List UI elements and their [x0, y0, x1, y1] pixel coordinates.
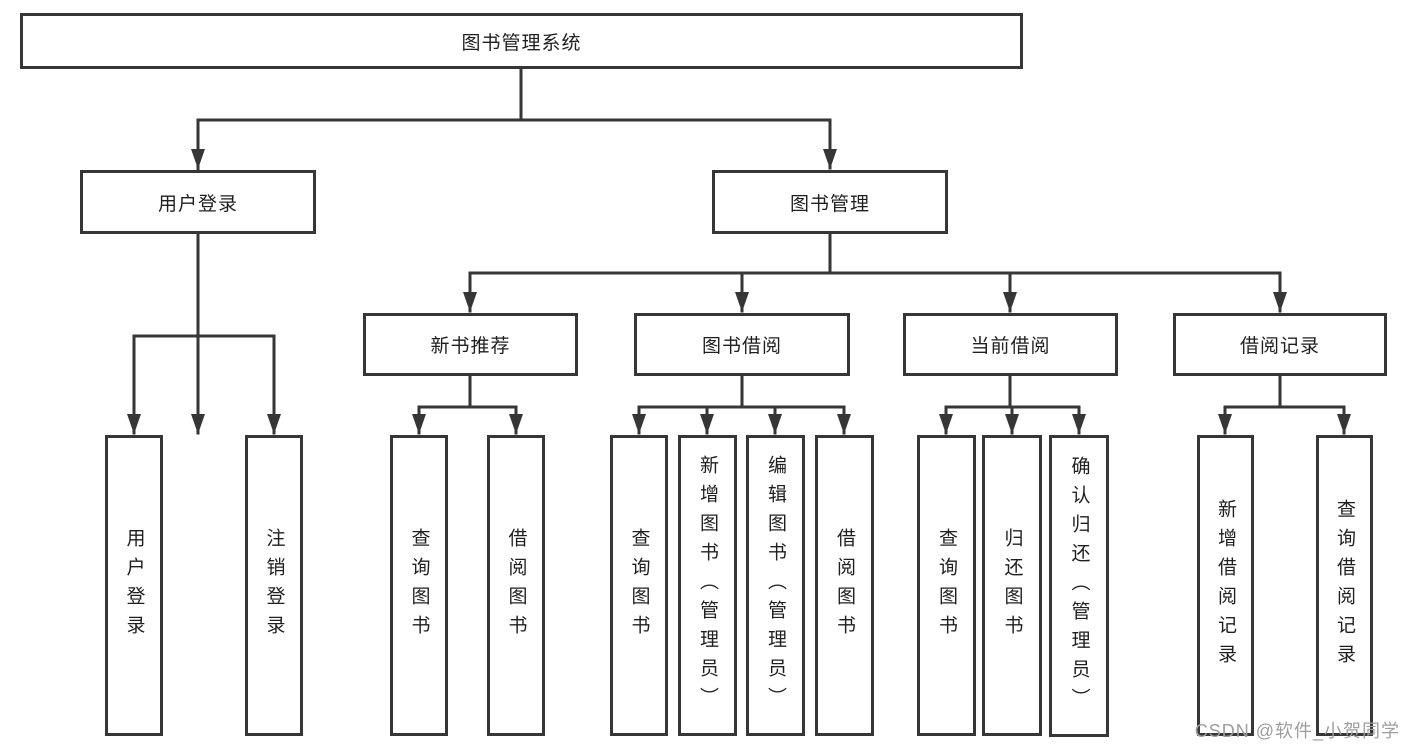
node-user-login: 用户登录 [80, 170, 316, 234]
node-label: 查询借阅记录 [1334, 498, 1355, 673]
node-book-management: 图书管理 [712, 170, 948, 234]
leaf-return-books: 归还图书 [982, 435, 1042, 736]
leaf-borrow-books: 借阅图书 [815, 435, 874, 736]
node-book-borrow: 图书借阅 [634, 313, 850, 376]
connector-borrow-records-to-leaves [1218, 374, 1351, 435]
leaf-edit-books-admin: 编辑图书（管理员） [746, 435, 805, 736]
node-label: 图书借阅 [701, 336, 782, 357]
node-library-management-system: 图书管理系统 [20, 13, 1023, 69]
node-label: 查询图书 [936, 527, 957, 644]
node-label: 查询图书 [408, 527, 430, 644]
leaf-user-login: 用户登录 [105, 435, 163, 736]
leaf-query-books: 查询图书 [917, 435, 976, 736]
node-label: 借阅记录 [1239, 336, 1320, 357]
leaf-query-books: 查询图书 [610, 435, 668, 736]
node-label: 确认归还（管理员） [1068, 455, 1090, 717]
node-label: 用户登录 [123, 527, 145, 644]
node-label: 新增借阅记录 [1215, 498, 1236, 673]
leaf-logout: 注销登录 [245, 435, 303, 736]
leaf-add-borrow-record: 新增借阅记录 [1197, 435, 1254, 736]
node-new-book-recommend: 新书推荐 [363, 313, 578, 376]
node-label: 新增图书（管理员） [697, 455, 718, 716]
connector-root-to-level2 [191, 67, 837, 435]
node-label: 借阅图书 [834, 527, 855, 644]
node-label: 借阅图书 [505, 527, 527, 644]
leaf-add-books-admin: 新增图书（管理员） [678, 435, 737, 736]
leaf-confirm-return-admin: 确认归还（管理员） [1049, 435, 1109, 737]
node-label: 图书管理系统 [461, 32, 582, 54]
connector-new-book-recommend-to-leaves [412, 374, 523, 435]
node-borrow-records: 借阅记录 [1173, 313, 1387, 376]
leaf-query-borrow-record: 查询借阅记录 [1316, 435, 1373, 736]
node-label: 图书管理 [789, 193, 870, 215]
leaf-query-books: 查询图书 [390, 435, 448, 736]
leaf-borrow-books: 借阅图书 [487, 435, 545, 736]
connector-current-borrow-to-leaves [939, 374, 1086, 435]
node-label: 注销登录 [263, 527, 285, 644]
node-label: 用户登录 [157, 193, 238, 215]
node-label: 编辑图书（管理员） [765, 455, 786, 716]
node-label: 归还图书 [1001, 527, 1023, 644]
node-label: 新书推荐 [430, 336, 511, 357]
connector-book-management-to-level3 [463, 232, 1287, 313]
node-current-borrow: 当前借阅 [903, 313, 1118, 376]
connector-book-borrow-to-leaves [632, 374, 851, 435]
csdn-watermark: CSDN @软件_小贺同学 [1194, 721, 1400, 741]
connector-user-login-to-leaves [127, 232, 281, 435]
node-label: 当前借阅 [970, 336, 1051, 357]
node-label: 查询图书 [628, 527, 650, 644]
